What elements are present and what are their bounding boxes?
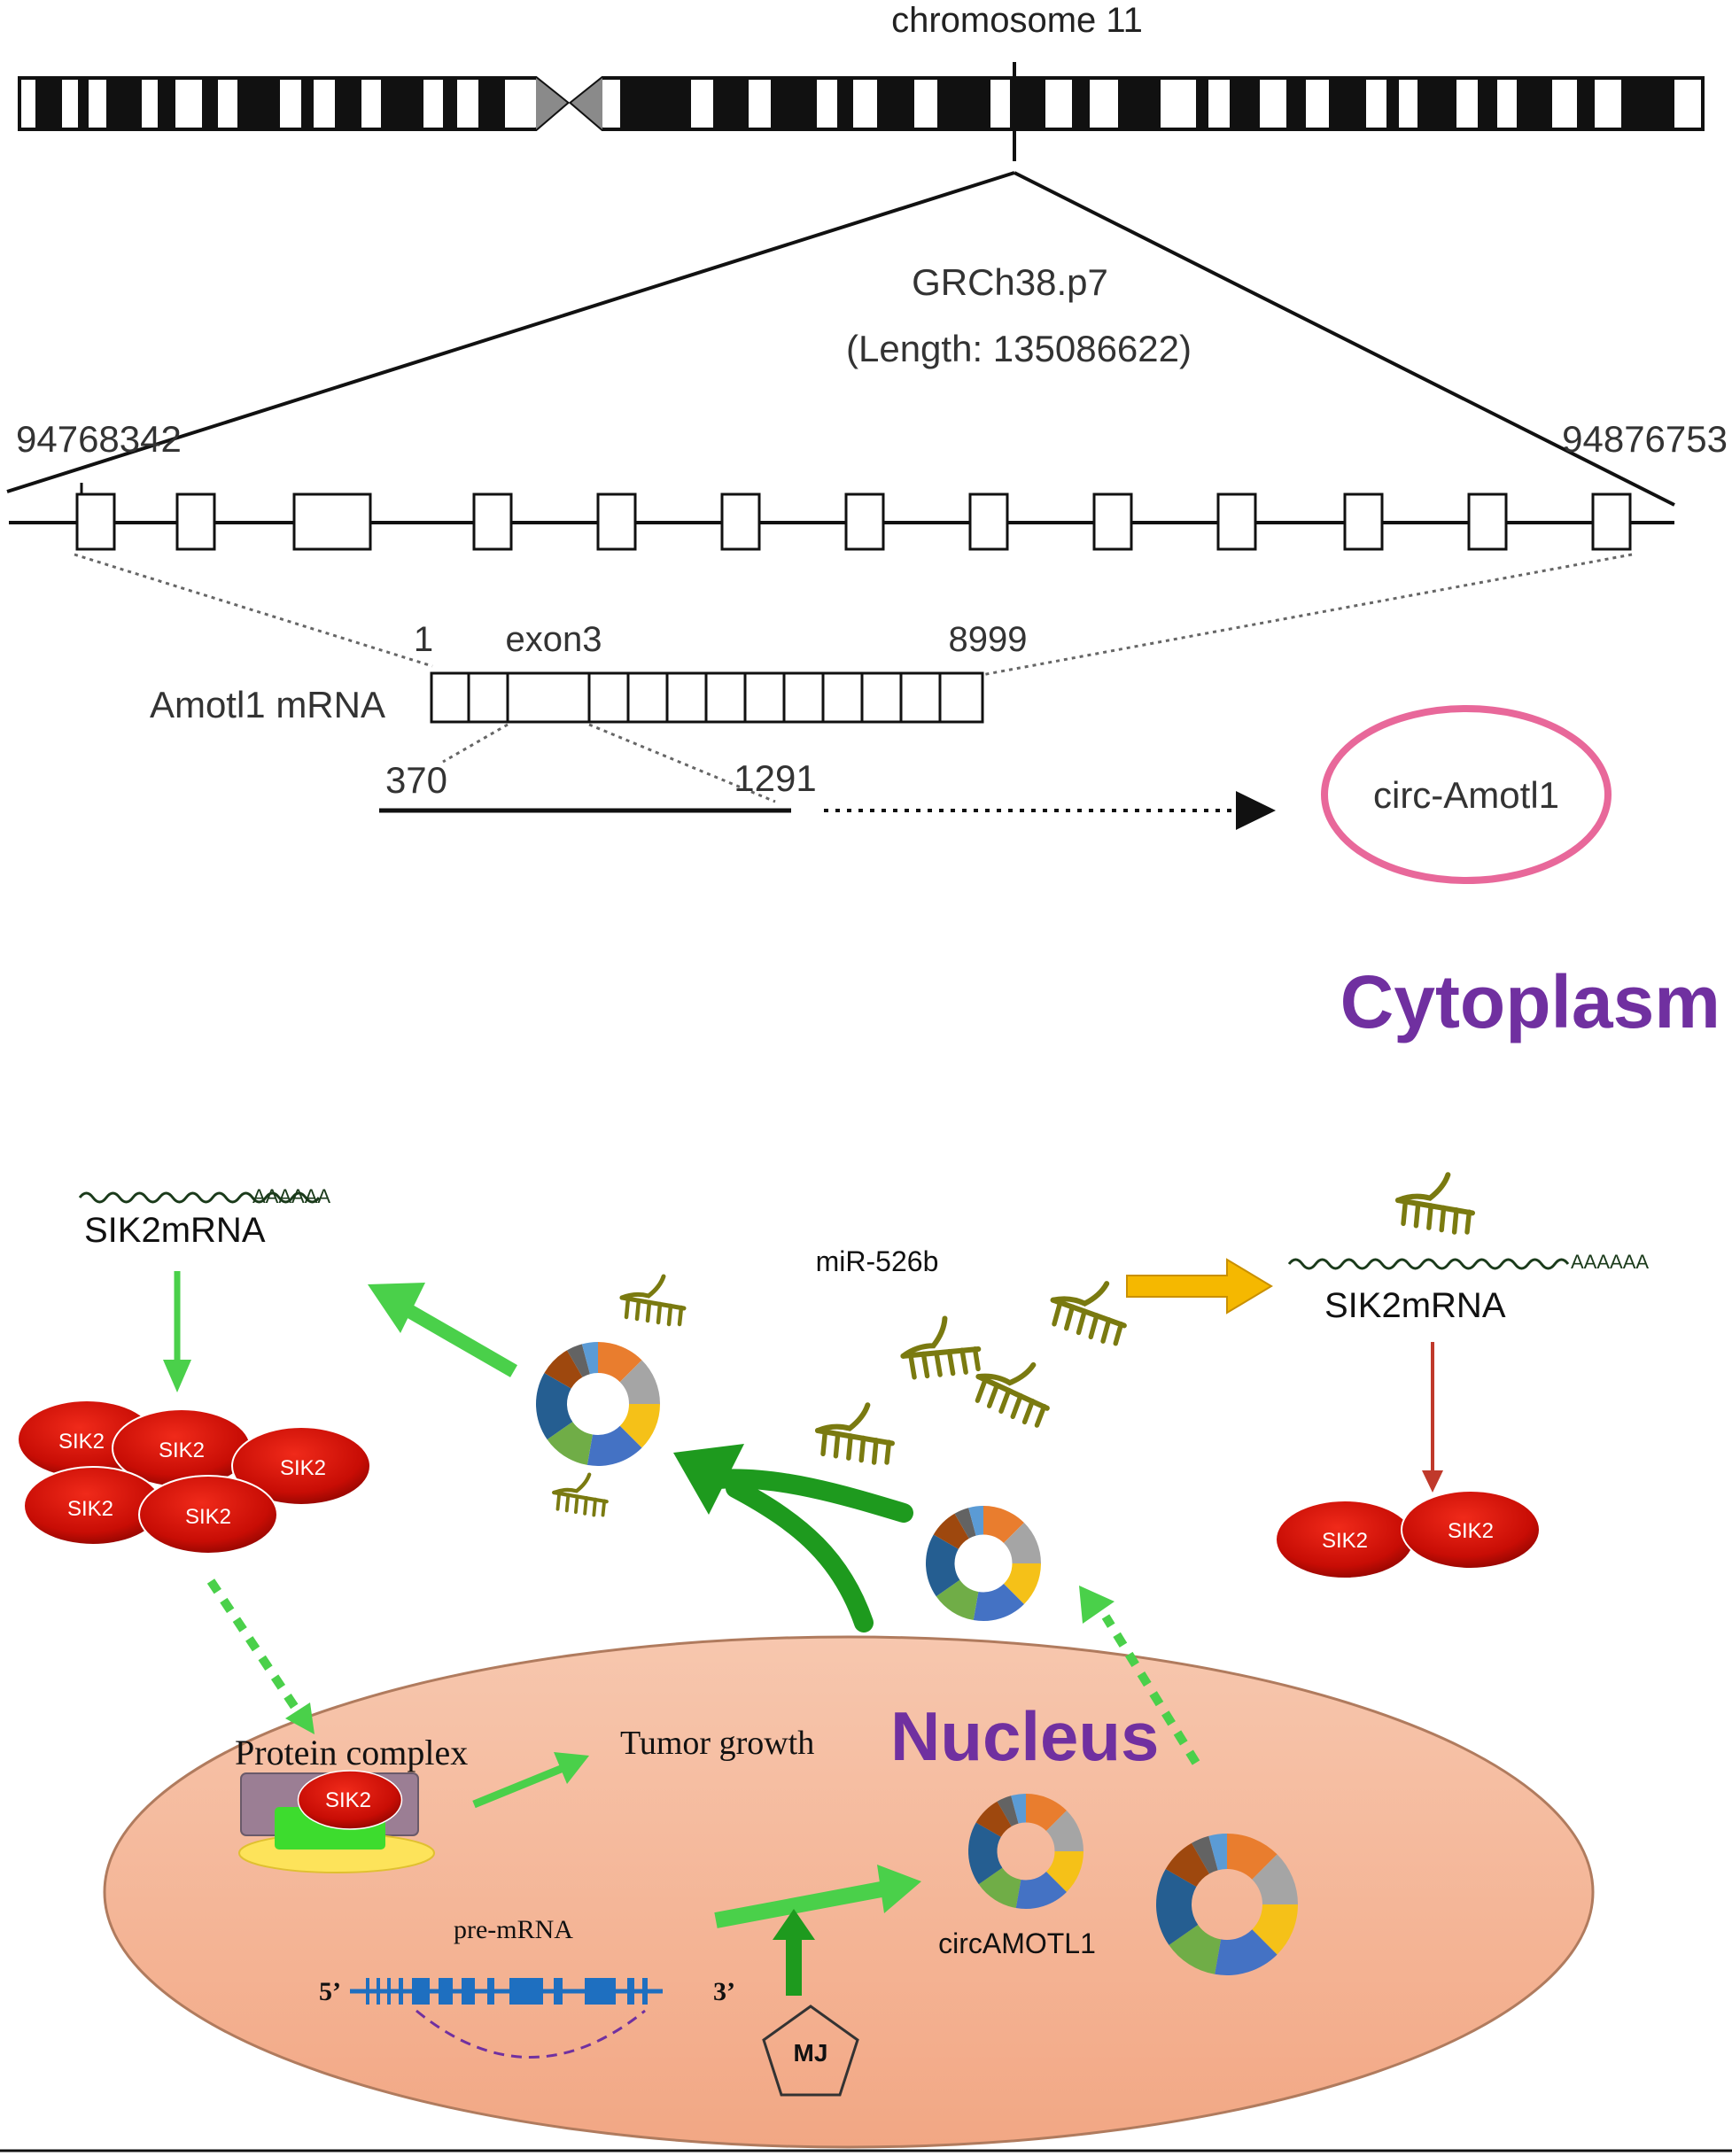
amotl1-mrna-label: Amotl1 mRNA xyxy=(150,684,385,725)
end-coordinate: 94876753 xyxy=(1562,418,1728,460)
circ-start-label: 370 xyxy=(385,759,447,801)
sik2-label: SIK2 xyxy=(159,1439,205,1462)
mir-526b-icon xyxy=(1047,1275,1130,1344)
pre-mrna-label: pre-mRNA xyxy=(454,1915,573,1944)
sik2-pair: SIK2 SIK2 xyxy=(1275,1490,1541,1579)
mrna-end-label: 8999 xyxy=(949,620,1028,659)
mj-label: MJ xyxy=(794,2039,828,2067)
protein-complex: SIK2 xyxy=(238,1770,435,1873)
assembly-label: GRCh38.p7 xyxy=(912,261,1108,303)
sik2-mrna-right: AAAAAA SIK2mRNA xyxy=(1287,1175,1649,1325)
three-prime-label: 3’ xyxy=(713,1977,735,2006)
mir-526b-icon xyxy=(818,1405,892,1462)
complex-sik2-label: SIK2 xyxy=(325,1788,371,1812)
sik2-mrna-left: AAAAAA SIK2mRNA xyxy=(78,1185,330,1250)
exon3-label: exon3 xyxy=(506,620,602,659)
mrna-start-label: 1 xyxy=(414,620,433,659)
start-coordinate: 94768342 xyxy=(16,418,182,460)
mir-526b-icon xyxy=(622,1276,684,1324)
circ-amotl1-label: circ-Amotl1 xyxy=(1373,774,1559,816)
export-arrow xyxy=(708,1469,913,1633)
bottom-panel: Cytoplasm Nucleus AAAAAA SIK2mRNA SIK2 S… xyxy=(0,960,1732,2152)
amotl1-mrna-exons xyxy=(430,671,984,724)
circ-amotl1-ring xyxy=(1321,705,1612,884)
sik2-mrna-left-label: SIK2mRNA xyxy=(84,1211,266,1250)
mir-526b-label: miR-526b xyxy=(816,1245,939,1277)
sik2-label: SIK2 xyxy=(185,1505,231,1529)
five-prime-label: 5’ xyxy=(319,1977,341,2006)
circ-end-label: 1291 xyxy=(734,757,816,799)
top-panel: chromosome 11 xyxy=(6,1,1728,884)
sik2-label: SIK2 xyxy=(58,1430,105,1454)
sik2-cluster: SIK2 SIK2 SIK2 SIK2 SIK2 xyxy=(17,1400,371,1555)
circamotl1-donut-export xyxy=(925,1506,1041,1622)
zoom-lines xyxy=(6,171,1675,507)
cytoplasm-label: Cytoplasm xyxy=(1340,960,1720,1043)
sik2-mrna-right-label: SIK2mRNA xyxy=(1324,1286,1506,1325)
length-label: (Length: 135086622) xyxy=(846,328,1192,369)
nucleus-label: Nucleus xyxy=(890,1697,1159,1775)
sik2-label: SIK2 xyxy=(1322,1529,1368,1553)
gene-locus xyxy=(9,483,1674,677)
protein-complex-label: Protein complex xyxy=(235,1733,468,1772)
circamotl1-donut-sponge xyxy=(535,1342,660,1467)
sik2-label: SIK2 xyxy=(67,1497,113,1521)
mir-526b-icon xyxy=(554,1475,607,1516)
sik2-label: SIK2 xyxy=(1448,1519,1494,1543)
circamotl1-label: circAMOTL1 xyxy=(938,1927,1096,1959)
chromosome-ideogram xyxy=(18,62,1705,161)
mir-526b-icon xyxy=(970,1352,1057,1426)
pre-mrna-gene xyxy=(350,1978,663,2059)
mir-526b-icon xyxy=(897,1312,983,1386)
polya-tail-right: AAAAAA xyxy=(1571,1251,1649,1273)
tumor-growth-label: Tumor growth xyxy=(620,1725,814,1762)
mj-pentagon xyxy=(762,2005,859,2097)
inhibition-arrow xyxy=(1126,1258,1273,1315)
sik2-label: SIK2 xyxy=(280,1456,326,1480)
polya-tail-left: AAAAAA xyxy=(252,1185,330,1207)
chromosome-label: chromosome 11 xyxy=(891,1,1143,40)
